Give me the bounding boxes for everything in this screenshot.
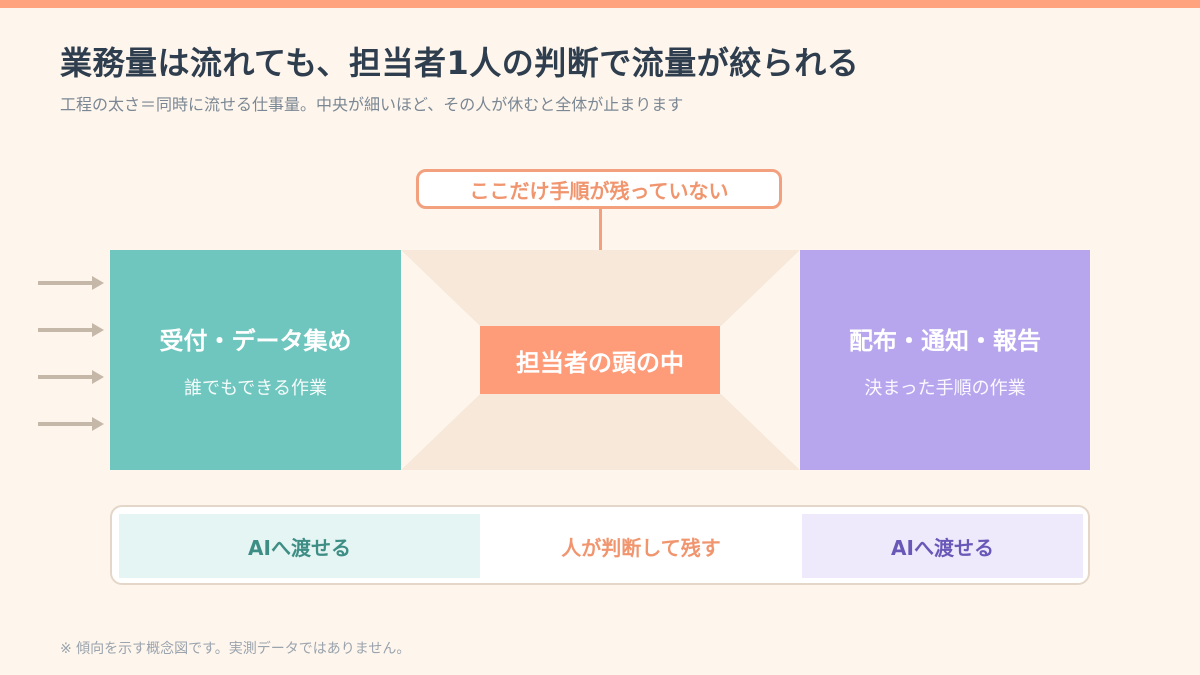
- legend-ai-right: AIへ渡せる: [802, 514, 1083, 578]
- legend-human-middle: 人が判断して残す: [480, 514, 802, 578]
- legend-ai-left: AIへ渡せる: [119, 514, 480, 578]
- page-title: 業務量は流れても、担当者1人の判断で流量が絞られる: [60, 44, 860, 82]
- arrow-right-icon: [38, 323, 104, 337]
- stage-distribution-box: 配布・通知・報告 決まった手順の作業: [800, 250, 1090, 470]
- top-accent-bar: [0, 0, 1200, 8]
- funnel-top: [401, 250, 800, 326]
- stage-intake-subtitle: 誰でもできる作業: [184, 377, 327, 399]
- stage-distribution-subtitle: 決まった手順の作業: [864, 377, 1026, 399]
- stage-distribution-title: 配布・通知・報告: [849, 326, 1041, 355]
- page-subtitle: 工程の太さ＝同時に流せる仕事量。中央が細いほど、その人が休むと全体が止まります: [60, 95, 684, 114]
- ownership-legend: AIへ渡せる 人が判断して残す AIへ渡せる: [110, 505, 1090, 585]
- stage-intake-box: 受付・データ集め 誰でもできる作業: [110, 250, 401, 470]
- stage-intake-title: 受付・データ集め: [159, 326, 352, 355]
- footnote: ※ 傾向を示す概念図です。実測データではありません。: [60, 641, 411, 657]
- arrow-right-icon: [38, 276, 104, 290]
- bottleneck-funnel: [401, 250, 800, 470]
- arrow-right-icon: [38, 417, 104, 431]
- arrow-right-icon: [38, 370, 104, 384]
- bottleneck-box: 担当者の頭の中: [480, 326, 720, 394]
- funnel-bottom: [401, 394, 800, 470]
- callout-label: ここだけ手順が残っていない: [416, 169, 782, 209]
